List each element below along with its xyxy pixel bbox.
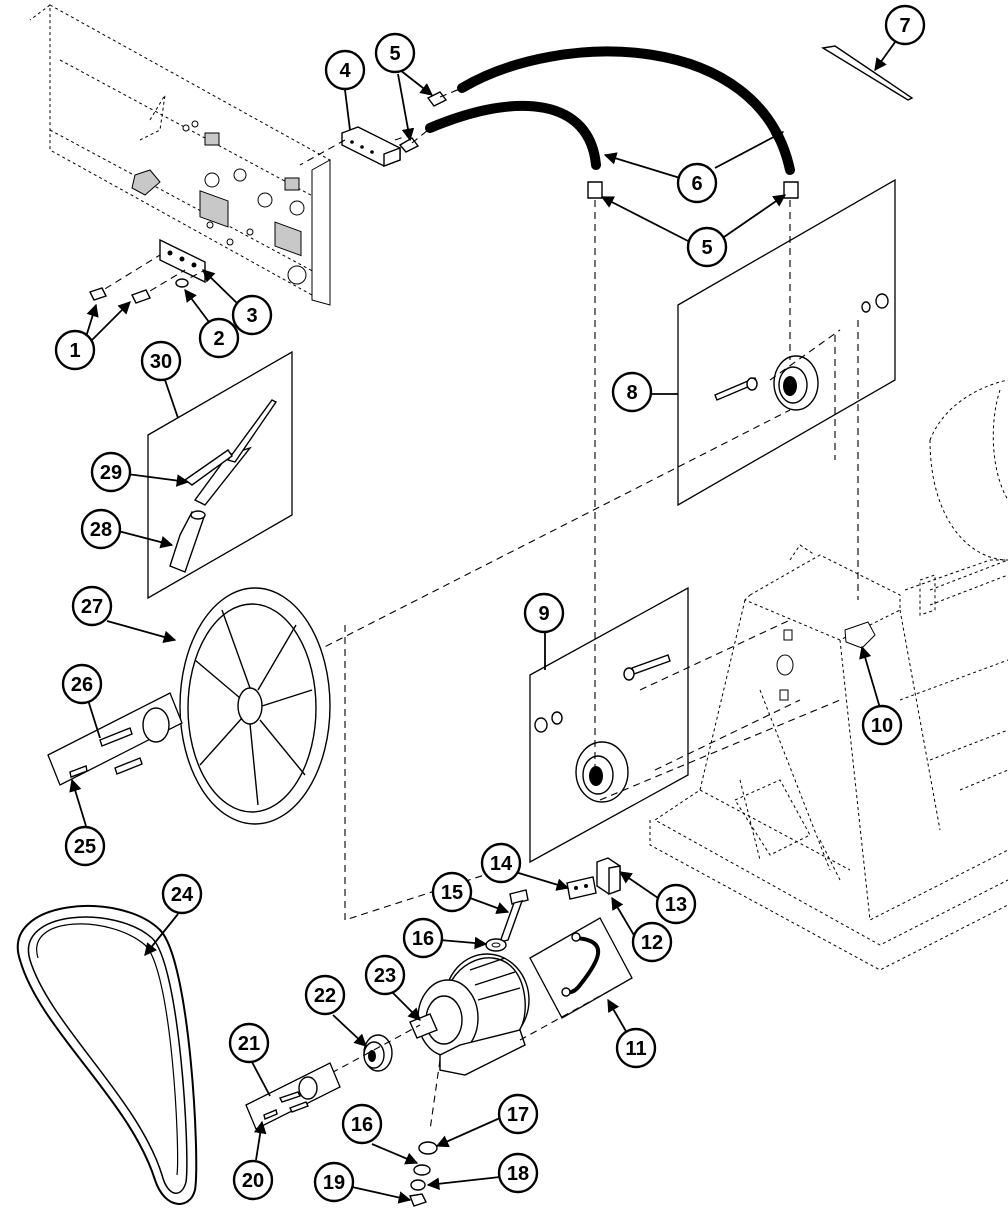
distribution-block bbox=[299, 126, 411, 168]
bushing-kit-small bbox=[245, 1062, 341, 1130]
callout-label: 18 bbox=[507, 1163, 529, 1185]
callout-label: 4 bbox=[339, 60, 351, 82]
callout-label: 8 bbox=[626, 382, 637, 404]
callout-label: 28 bbox=[90, 519, 112, 541]
fitting-2 bbox=[175, 278, 189, 288]
callout-label: 11 bbox=[625, 1038, 646, 1060]
grease-gun-kit bbox=[147, 350, 293, 600]
bearing-kit-lower bbox=[529, 586, 689, 864]
callout-2: 2 bbox=[198, 317, 240, 359]
control-panel bbox=[29, 4, 331, 306]
callout-label: 12 bbox=[641, 932, 663, 954]
motor-pulley bbox=[299, 1024, 421, 1091]
callout-20: 20 bbox=[232, 1159, 274, 1201]
callout-12: 12 bbox=[631, 921, 673, 963]
callout-5-top: 5 bbox=[374, 32, 416, 74]
callout-1: 1 bbox=[54, 329, 96, 371]
callout-6: 6 bbox=[676, 162, 718, 204]
callout-4: 4 bbox=[324, 49, 366, 91]
callout-label: 19 bbox=[323, 1172, 345, 1194]
callout-label: 6 bbox=[691, 173, 702, 195]
callout-28: 28 bbox=[80, 508, 122, 550]
leader-lines bbox=[69, 37, 899, 1204]
callout-10: 10 bbox=[861, 704, 903, 746]
callout-30: 30 bbox=[140, 340, 182, 382]
bearing-kit-upper bbox=[677, 178, 896, 507]
motor-bracket bbox=[596, 857, 621, 895]
callout-label: 22 bbox=[314, 985, 336, 1007]
drive-motor bbox=[409, 953, 621, 1131]
callout-label: 1 bbox=[69, 340, 80, 362]
callout-label: 16 bbox=[351, 1114, 373, 1136]
hose-fittings bbox=[398, 87, 799, 199]
bottom-washer bbox=[413, 1141, 438, 1176]
motor-bolt bbox=[498, 889, 529, 943]
callout-label: 13 bbox=[665, 894, 687, 916]
bracket-plate bbox=[566, 876, 597, 900]
callout-label: 30 bbox=[150, 351, 172, 373]
callout-29: 29 bbox=[90, 451, 132, 493]
callout-21: 21 bbox=[228, 1022, 270, 1064]
assembly-guides bbox=[239, 200, 859, 921]
callout-label: 27 bbox=[81, 596, 103, 618]
callout-label: 5 bbox=[389, 43, 400, 65]
callout-16-top: 16 bbox=[402, 917, 444, 959]
bushing-kit-large bbox=[47, 692, 183, 786]
grease-hoses bbox=[425, 46, 795, 175]
callout-label: 21 bbox=[238, 1033, 260, 1055]
callout-label: 24 bbox=[171, 884, 194, 906]
callout-label: 7 bbox=[899, 15, 910, 37]
callout-label: 15 bbox=[441, 882, 463, 904]
callout-7: 7 bbox=[884, 4, 926, 46]
callout-label: 29 bbox=[100, 462, 122, 484]
callout-label: 23 bbox=[374, 965, 396, 987]
callout-24: 24 bbox=[161, 873, 203, 915]
callout-22: 22 bbox=[304, 974, 346, 1016]
callout-label: 5 bbox=[701, 237, 712, 259]
manifold-block bbox=[94, 238, 206, 298]
callout-3: 3 bbox=[231, 294, 273, 336]
callout-label: 17 bbox=[507, 1104, 529, 1126]
callout-11: 11 bbox=[615, 1027, 657, 1069]
callout-label: 9 bbox=[538, 603, 549, 625]
callout-19: 19 bbox=[313, 1161, 355, 1203]
callout-23: 23 bbox=[364, 954, 406, 996]
callout-16-bottom: 16 bbox=[341, 1103, 383, 1145]
cable-tie bbox=[821, 45, 914, 101]
ground-strap-kit bbox=[529, 917, 633, 1019]
callout-15: 15 bbox=[431, 871, 473, 913]
callout-9: 9 bbox=[523, 592, 565, 634]
callout-label: 3 bbox=[246, 305, 257, 327]
callout-18: 18 bbox=[497, 1152, 539, 1194]
drive-belt bbox=[16, 905, 198, 1205]
callout-26: 26 bbox=[61, 663, 103, 705]
callout-17: 17 bbox=[497, 1093, 539, 1135]
callout-5-mid: 5 bbox=[686, 226, 728, 268]
lock-washer bbox=[410, 1179, 426, 1191]
callout-label: 16 bbox=[412, 928, 434, 950]
hex-nut bbox=[409, 1193, 427, 1207]
callout-label: 2 bbox=[213, 328, 224, 350]
callout-25: 25 bbox=[64, 825, 106, 867]
machine-frame bbox=[649, 379, 1008, 971]
large-pulley bbox=[179, 587, 331, 825]
washer-top bbox=[485, 938, 507, 952]
fitting-1 bbox=[89, 287, 151, 304]
callout-label: 14 bbox=[490, 853, 513, 875]
callout-label: 20 bbox=[242, 1170, 264, 1192]
callout-label: 26 bbox=[71, 674, 93, 696]
callout-8: 8 bbox=[611, 371, 653, 413]
callout-label: 10 bbox=[871, 715, 893, 737]
callout-13: 13 bbox=[655, 883, 697, 925]
callout-27: 27 bbox=[71, 585, 113, 627]
callout-14: 14 bbox=[480, 842, 522, 884]
callout-label: 25 bbox=[74, 836, 96, 858]
